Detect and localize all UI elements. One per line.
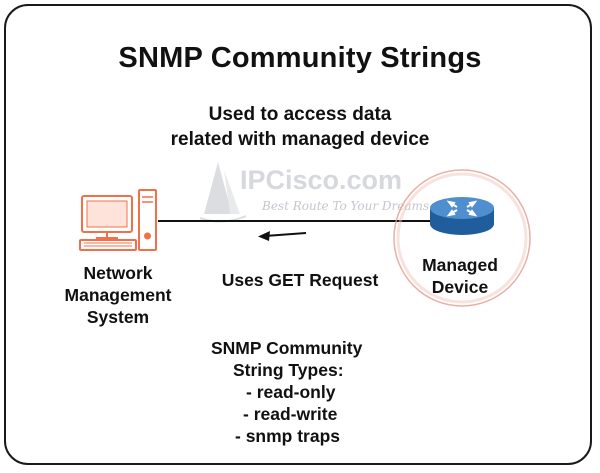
nms-label-line: Management xyxy=(64,285,172,305)
types-item: - read-write xyxy=(243,404,338,424)
subtitle-line-1: Used to access data xyxy=(208,104,392,125)
watermark-logo xyxy=(199,162,247,223)
nms-label: Network Management System xyxy=(58,262,178,328)
types-item: - snmp traps xyxy=(235,426,341,446)
managed-device-label: Managed Device xyxy=(405,254,515,298)
types-heading-line: String Types: xyxy=(233,360,344,380)
types-item: - read-only xyxy=(246,382,336,402)
get-request-label: Uses GET Request xyxy=(221,270,379,290)
device-label-line: Managed xyxy=(422,255,498,275)
router-icon xyxy=(430,197,494,235)
diagram-title: SNMP Community Strings xyxy=(118,42,482,74)
nms-label-line: System xyxy=(86,307,150,327)
watermark-tagline: Best Route To Your Dreams xyxy=(262,199,430,213)
router-highlight-circle xyxy=(393,169,531,307)
get-request-arrow xyxy=(258,231,307,241)
community-string-types: SNMP Community String Types: - read-only… xyxy=(193,337,393,447)
subtitle-line-2: related with managed device xyxy=(170,129,430,150)
nms-label-line: Network xyxy=(83,263,153,283)
device-label-line: Device xyxy=(431,277,489,297)
types-heading-line: SNMP Community xyxy=(211,338,363,358)
watermark-brand: IPCisco.com xyxy=(240,165,403,195)
desktop-computer-icon xyxy=(79,189,157,251)
